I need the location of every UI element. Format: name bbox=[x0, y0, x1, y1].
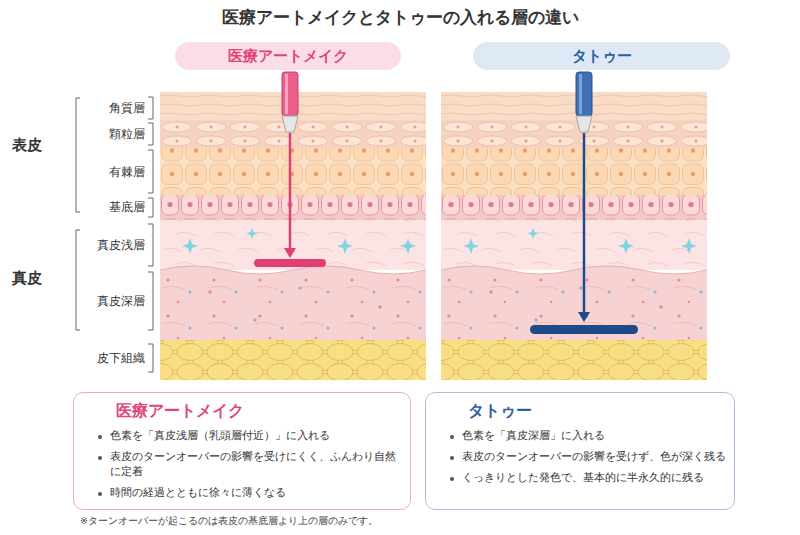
layer-label: 皮下組織 bbox=[97, 351, 145, 365]
pen-arrow bbox=[530, 72, 638, 334]
box-heading: タトゥー bbox=[436, 401, 726, 422]
layer-label: 顆粒層 bbox=[109, 127, 145, 141]
bullet-item: 表皮のターンオーバーの影響を受けにくく、ふんわり自然に定着 bbox=[84, 449, 402, 479]
bullet-item: くっきりとした発色で、基本的に半永久的に残る bbox=[436, 470, 726, 485]
layer-label: 有棘層 bbox=[109, 165, 145, 179]
bullet-dot bbox=[98, 492, 102, 496]
pill-label: 医療アートメイク bbox=[228, 47, 348, 66]
layer-label: 真皮 bbox=[12, 269, 42, 287]
bullet-dot bbox=[450, 477, 454, 481]
bullet-item: 表皮のターンオーバーの影響を受けず、色が深く残る bbox=[436, 449, 726, 464]
skin-panel bbox=[160, 92, 426, 380]
layer-bracket bbox=[76, 97, 153, 372]
layer-label: 真皮深層 bbox=[97, 294, 145, 308]
bullet-item: 色素を「真皮深層」に入れる bbox=[436, 428, 726, 443]
bullet-text: くっきりとした発色で、基本的に半永久的に残る bbox=[462, 471, 704, 483]
layer-label: 表皮 bbox=[12, 136, 42, 154]
bullet-text: 色素を「真皮深層」に入れる bbox=[462, 429, 605, 441]
skin-panel bbox=[441, 92, 707, 380]
layer-label: 基底層 bbox=[109, 200, 145, 214]
pen-arrow bbox=[254, 72, 326, 267]
bullet-dot bbox=[98, 435, 102, 439]
box-heading: 医療アートメイク bbox=[84, 401, 402, 422]
diagram-title: 医療アートメイクとタトゥーの入れる層の違い bbox=[0, 6, 800, 29]
bullet-text: 表皮のターンオーバーの影響を受けにくく、ふんわり自然に定着 bbox=[110, 450, 396, 477]
layer-label: 角質層 bbox=[109, 101, 145, 115]
label-pill: 医療アートメイク bbox=[175, 42, 401, 70]
bullet-dot bbox=[98, 456, 102, 460]
bullet-text: 表皮のターンオーバーの影響を受けず、色が深く残る bbox=[462, 450, 726, 462]
info-box: 医療アートメイク色素を「真皮浅層（乳頭層付近）」に入れる表皮のターンオーバーの影… bbox=[73, 392, 411, 510]
layer-label: 真皮浅層 bbox=[97, 238, 145, 252]
pill-label: タトゥー bbox=[572, 47, 632, 66]
bullet-text: 色素を「真皮浅層（乳頭層付近）」に入れる bbox=[110, 429, 330, 441]
bullet-item: 時間の経過とともに徐々に薄くなる bbox=[84, 485, 402, 500]
bullet-dot bbox=[450, 435, 454, 439]
label-pill: タトゥー bbox=[473, 42, 730, 70]
bullet-dot bbox=[450, 456, 454, 460]
bullet-item: 色素を「真皮浅層（乳頭層付近）」に入れる bbox=[84, 428, 402, 443]
footnote: ※ターンオーバーが起こるのは表皮の基底層より上の層のみです。 bbox=[80, 515, 378, 526]
bullet-text: 時間の経過とともに徐々に薄くなる bbox=[110, 486, 286, 498]
info-box: タトゥー色素を「真皮深層」に入れる表皮のターンオーバーの影響を受けず、色が深く残… bbox=[425, 392, 735, 510]
